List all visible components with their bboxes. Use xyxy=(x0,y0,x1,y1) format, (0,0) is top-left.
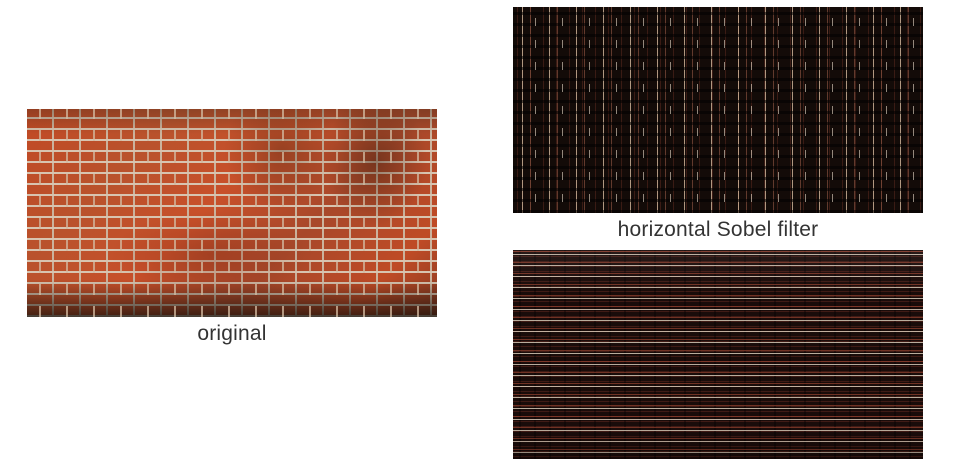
original-caption: original xyxy=(197,322,267,345)
horizontal-sobel-caption: horizontal Sobel filter xyxy=(617,218,819,241)
vertical-sobel-image xyxy=(513,250,923,459)
horizontal-sobel-image xyxy=(513,7,923,213)
original-brick-image xyxy=(27,109,437,317)
